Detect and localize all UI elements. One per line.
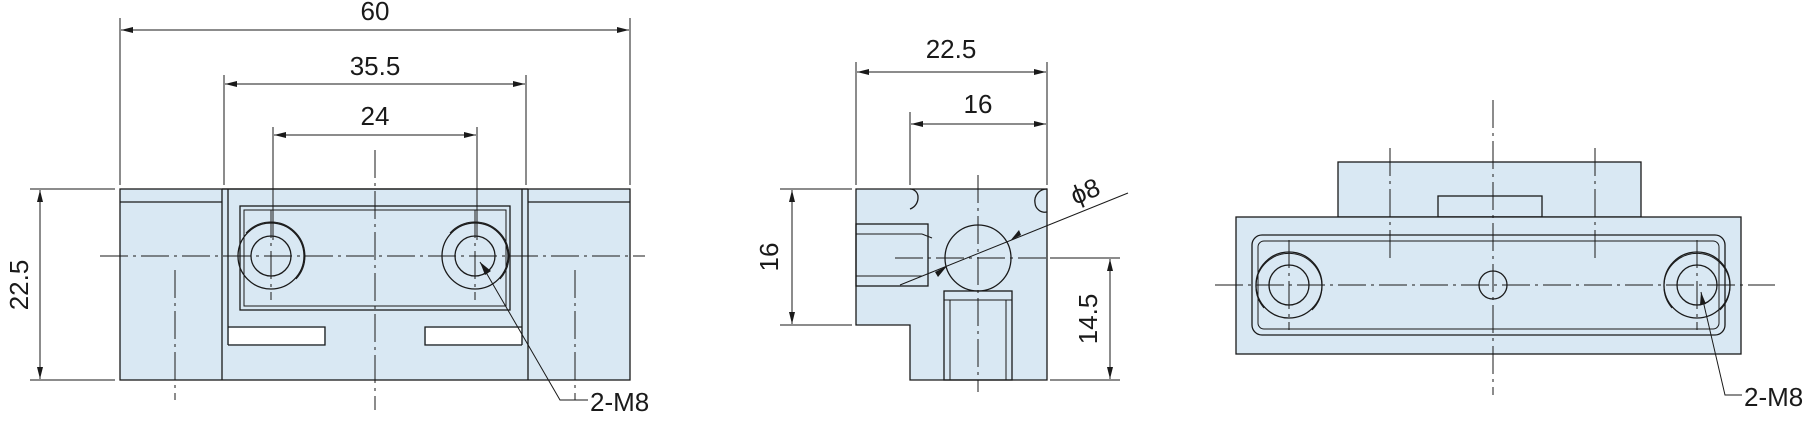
side-body [855, 188, 1048, 381]
top-upper-block [1337, 161, 1642, 218]
dim-side-22-5: 22.5 [926, 34, 977, 64]
front-thread-leader [479, 261, 588, 401]
front-thread-callout: 2-M8 [590, 387, 649, 417]
side-view: ϕ8 22.5 16 16 14.5 [754, 34, 1129, 392]
dim-60: 60 [361, 0, 390, 26]
dim-side-14-5: 14.5 [1073, 294, 1103, 345]
top-thread-leader [1700, 291, 1742, 396]
dim-35-5: 35.5 [350, 51, 401, 81]
side-diameter-leader [899, 192, 1129, 286]
dim-side-16-vertical: 16 [754, 243, 784, 272]
dim-24: 24 [361, 101, 390, 131]
front-bottom-slot-left [228, 326, 326, 346]
top-view: 2-M8 [1215, 100, 1803, 412]
front-view: 60 35.5 24 22.5 2-M8 [4, 0, 649, 417]
dim-22-5-height: 22.5 [4, 260, 34, 311]
top-thread-callout: 2-M8 [1744, 382, 1803, 412]
dim-side-16-top: 16 [964, 89, 993, 119]
side-left-block [855, 223, 929, 287]
front-bottom-slot-right [424, 326, 522, 346]
